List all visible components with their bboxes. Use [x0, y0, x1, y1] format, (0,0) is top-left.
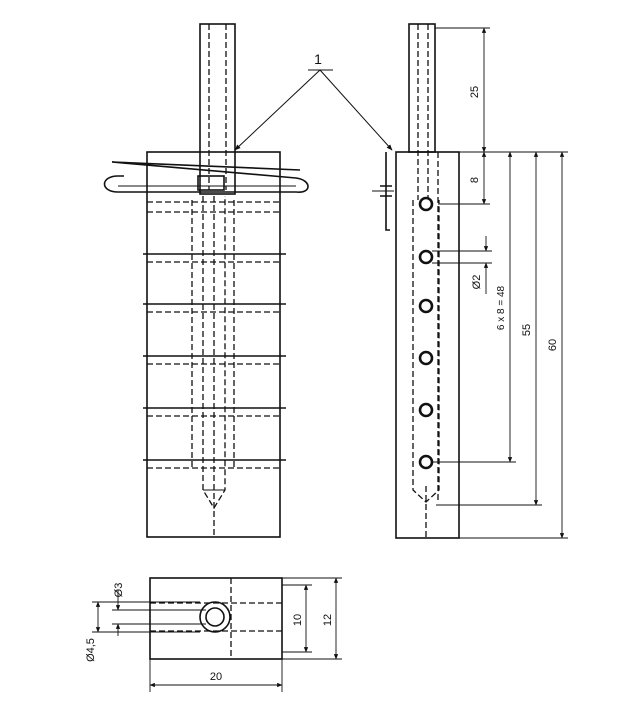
- side-clip: [380, 152, 392, 231]
- dim-60: 60: [547, 339, 559, 351]
- callout: 1: [234, 51, 393, 151]
- front-block: [146, 151, 281, 538]
- bottom-view: Ø3 Ø4,5 20 10 12: [85, 577, 342, 692]
- dim-height-outer: 12: [322, 614, 334, 626]
- side-rod: [408, 23, 436, 153]
- front-clip: [103, 161, 309, 193]
- front-view: [103, 23, 309, 538]
- bottom-block: [149, 577, 283, 660]
- dim-rod-25: 25: [469, 86, 481, 98]
- side-holes: [418, 196, 434, 470]
- dim-outer-dia: Ø4,5: [85, 638, 97, 662]
- side-slot: [412, 200, 440, 503]
- dim-hole-dia: Ø2: [471, 275, 483, 290]
- front-rod: [199, 23, 236, 195]
- side-view: 25 8 Ø2 6 х 8 = 48 55 60: [372, 23, 568, 539]
- dim-width: 20: [210, 671, 222, 683]
- bottom-bore-inner: [205, 607, 225, 627]
- dim-inner-dia: Ø3: [113, 583, 125, 598]
- bottom-bore-outer: [199, 601, 231, 633]
- dim-8: 8: [469, 177, 481, 183]
- callout-label: 1: [314, 51, 322, 67]
- dim-55: 55: [521, 324, 533, 336]
- dim-pitch: 6 х 8 = 48: [496, 285, 507, 330]
- dim-height-inner: 10: [292, 614, 304, 626]
